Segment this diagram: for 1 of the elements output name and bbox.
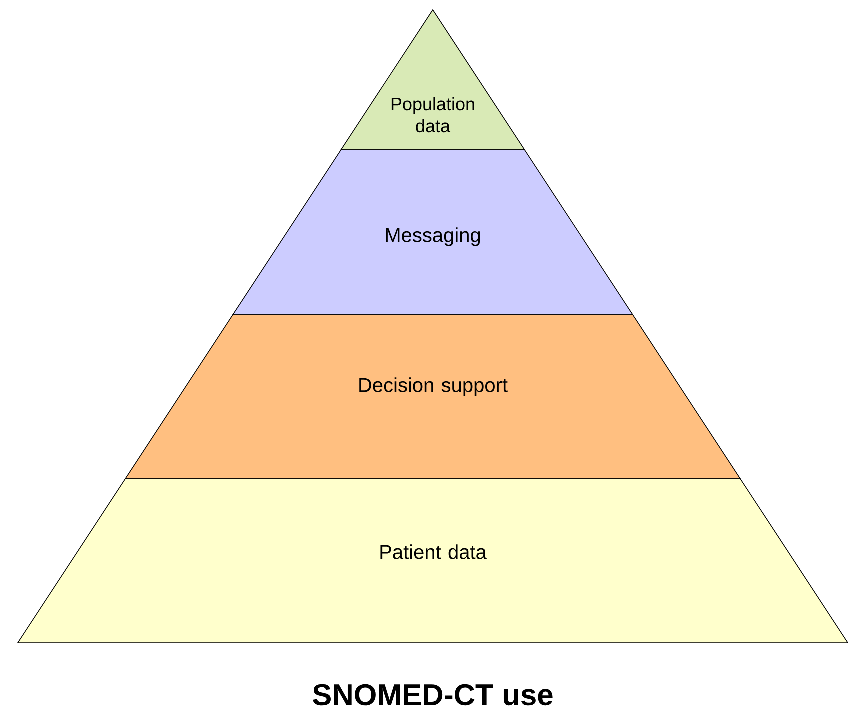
title: SNOMED-CT use bbox=[313, 684, 553, 706]
